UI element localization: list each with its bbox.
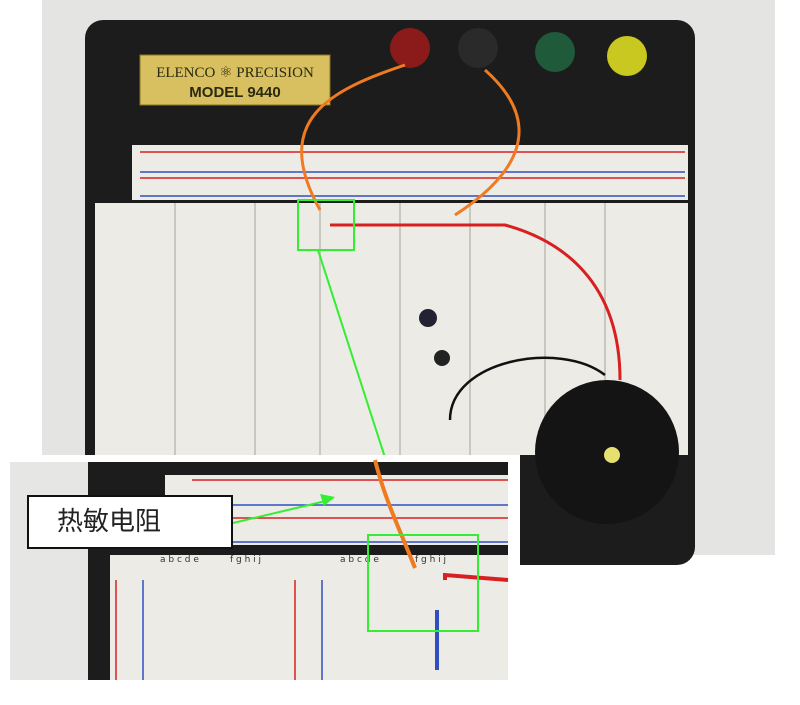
capacitor [419,309,437,327]
orange-wire-2 [454,68,521,217]
red-wire [330,223,622,381]
yellow-post-icon [607,36,647,76]
green-post-icon [535,32,575,72]
thermistor-callout: 热敏电阻 [27,495,233,549]
inset-orange-wire [373,459,417,569]
plaque-line1: ELENCO ⚛ PRECISION [156,65,314,81]
black-wire [448,356,606,421]
inset-terminal-strips [110,555,508,680]
plaque-line2: MODEL 9440 [189,84,280,101]
binding-posts [390,28,647,76]
callout-arrow [232,499,331,524]
highlight-box-main [297,199,355,251]
arrowhead-icon [320,494,335,506]
model-plaque [139,54,331,106]
column-labels: f g h i j [415,555,446,565]
black-post-icon [458,28,498,68]
column-labels: f g h i j [230,555,261,565]
column-labels: a b c d e [340,555,379,565]
highlight-box-inset [367,534,479,632]
column-labels: a b c d e [160,555,199,565]
orange-wire [300,63,406,211]
inset-red-wire [443,572,509,582]
buzzer-hole [604,447,620,463]
red-post-icon [390,28,430,68]
transistor [434,350,450,366]
